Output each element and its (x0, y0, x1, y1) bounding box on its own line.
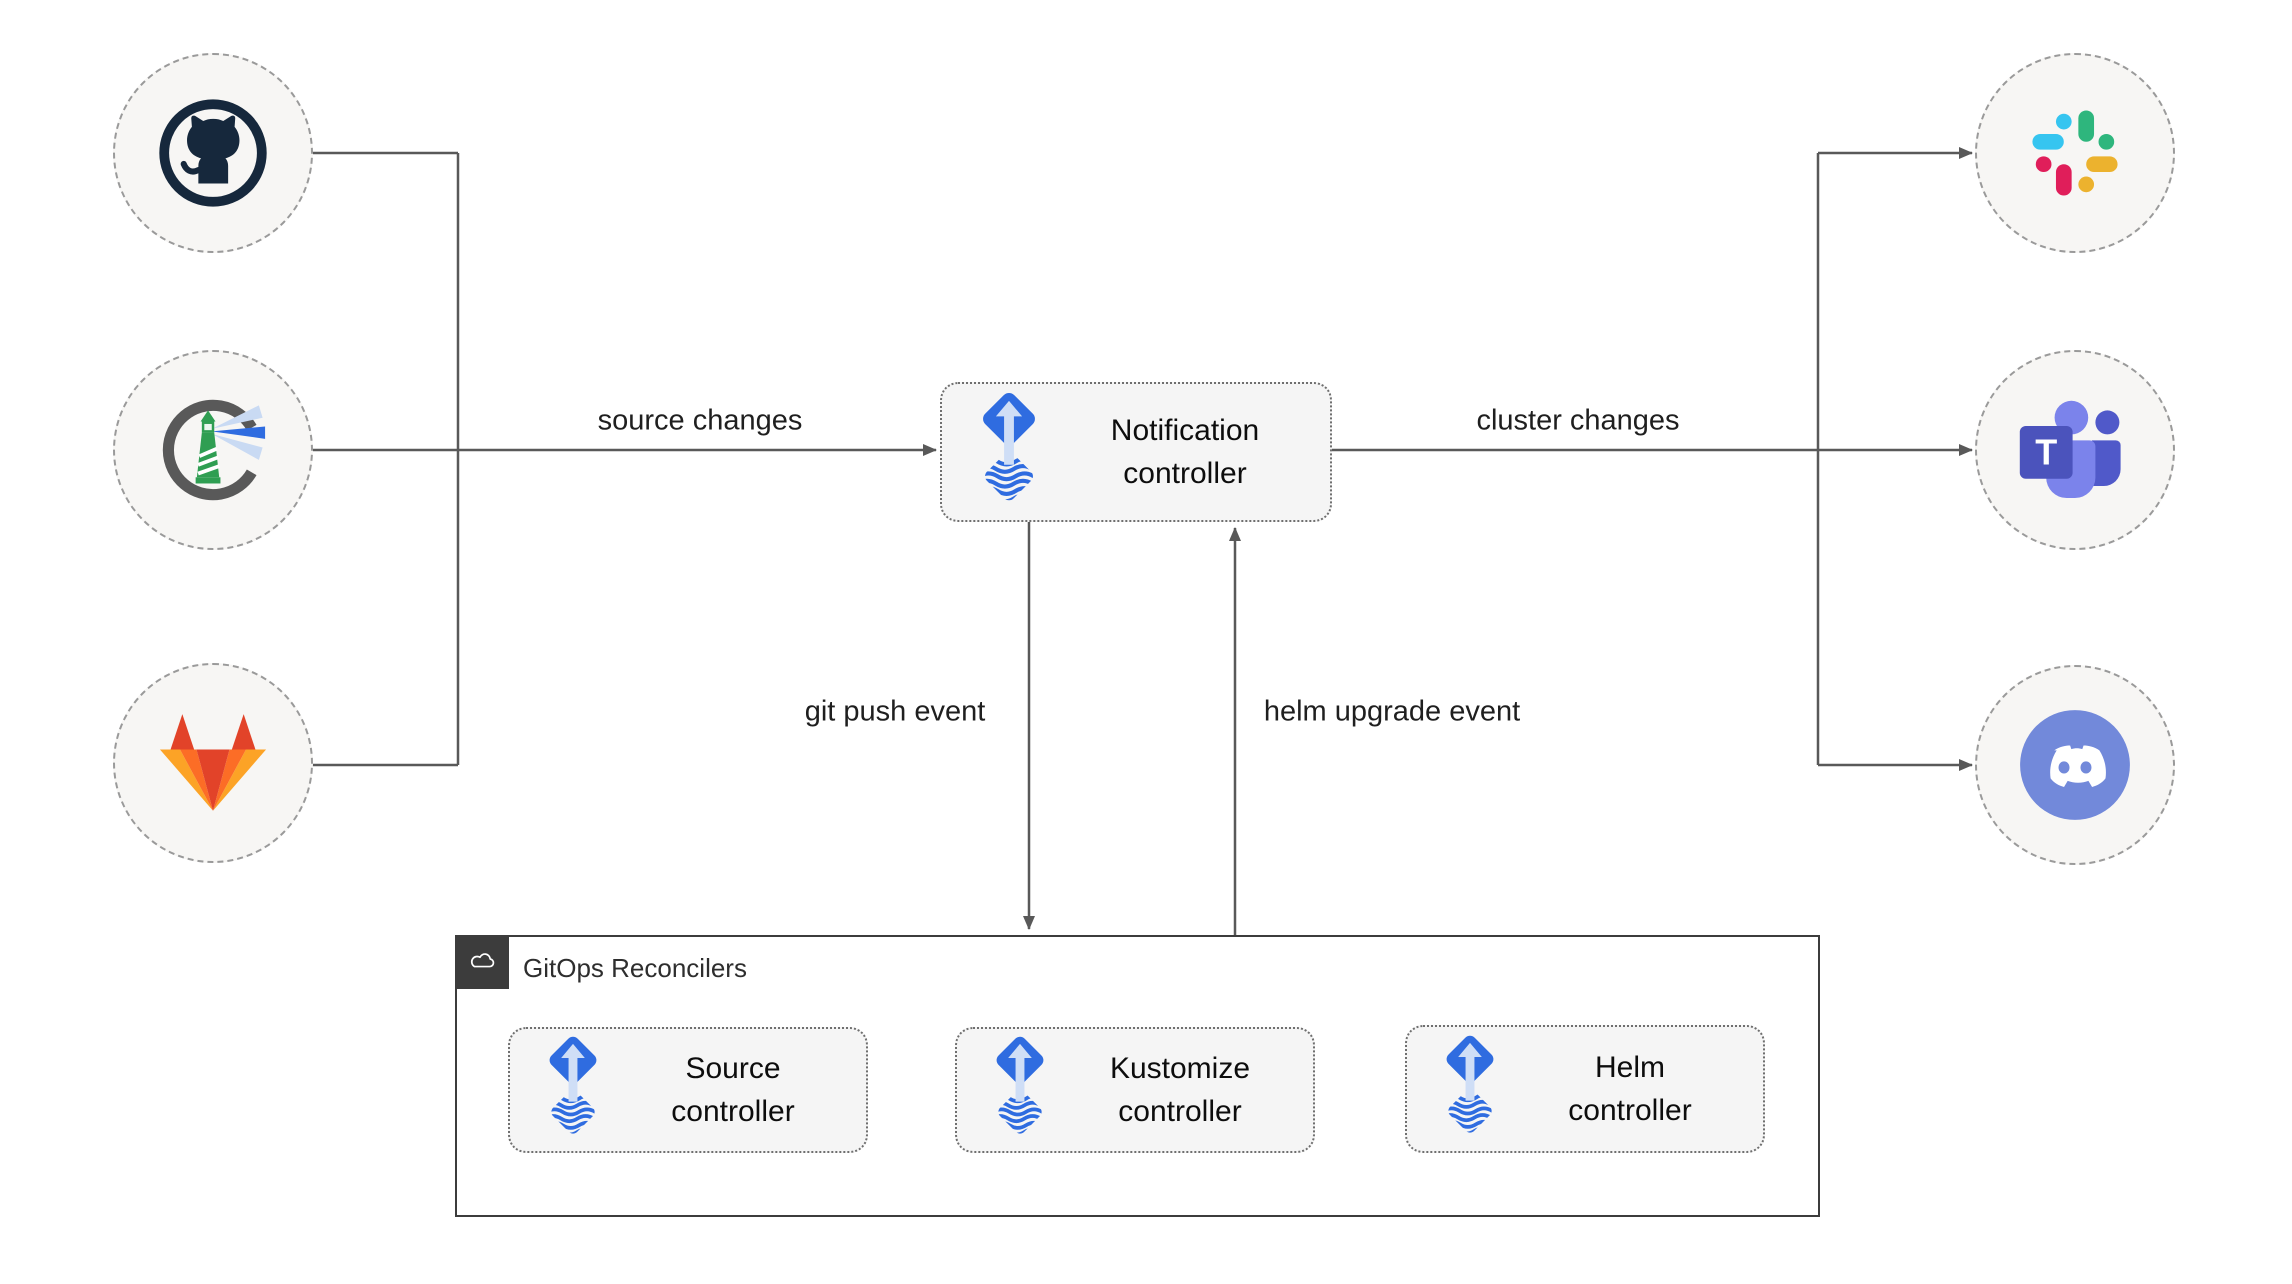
edge-label-git-push-event: git push event (804, 695, 986, 728)
source-node-harbor (113, 350, 313, 550)
flux-icon (1433, 1034, 1507, 1145)
microsoft-teams-icon (2015, 390, 2135, 510)
slack-icon (2019, 97, 2131, 209)
source-node-gitlab (113, 663, 313, 863)
node-label: Source controller (671, 1051, 795, 1129)
edge-label-source-changes: source changes (597, 404, 803, 437)
node-label: Helm controller (1568, 1050, 1692, 1128)
github-icon (152, 92, 274, 214)
container-badge (455, 935, 509, 989)
target-node-discord (1975, 665, 2175, 865)
flux-icon (968, 391, 1050, 514)
edge-label-cluster-changes: cluster changes (1476, 404, 1680, 437)
node-notification-controller: Notification controller (940, 382, 1332, 522)
source-node-github (113, 53, 313, 253)
gitlab-icon (154, 707, 272, 819)
target-node-teams (1975, 350, 2175, 550)
node-label: Notification controller (1110, 413, 1260, 491)
edge-label-helm-upgrade-event: helm upgrade event (1263, 695, 1521, 728)
node-helm-controller: Helm controller (1405, 1025, 1765, 1153)
target-node-slack (1975, 53, 2175, 253)
harbor-icon (151, 388, 275, 512)
cloud-icon (463, 943, 501, 981)
container-title: GitOps Reconcilers (523, 953, 747, 983)
flux-icon (536, 1035, 610, 1146)
discord-icon (2014, 704, 2136, 826)
node-kustomize-controller: Kustomize controller (955, 1027, 1315, 1153)
node-label: Kustomize controller (1109, 1051, 1251, 1129)
node-source-controller: Source controller (508, 1027, 868, 1153)
flux-icon (983, 1035, 1057, 1146)
